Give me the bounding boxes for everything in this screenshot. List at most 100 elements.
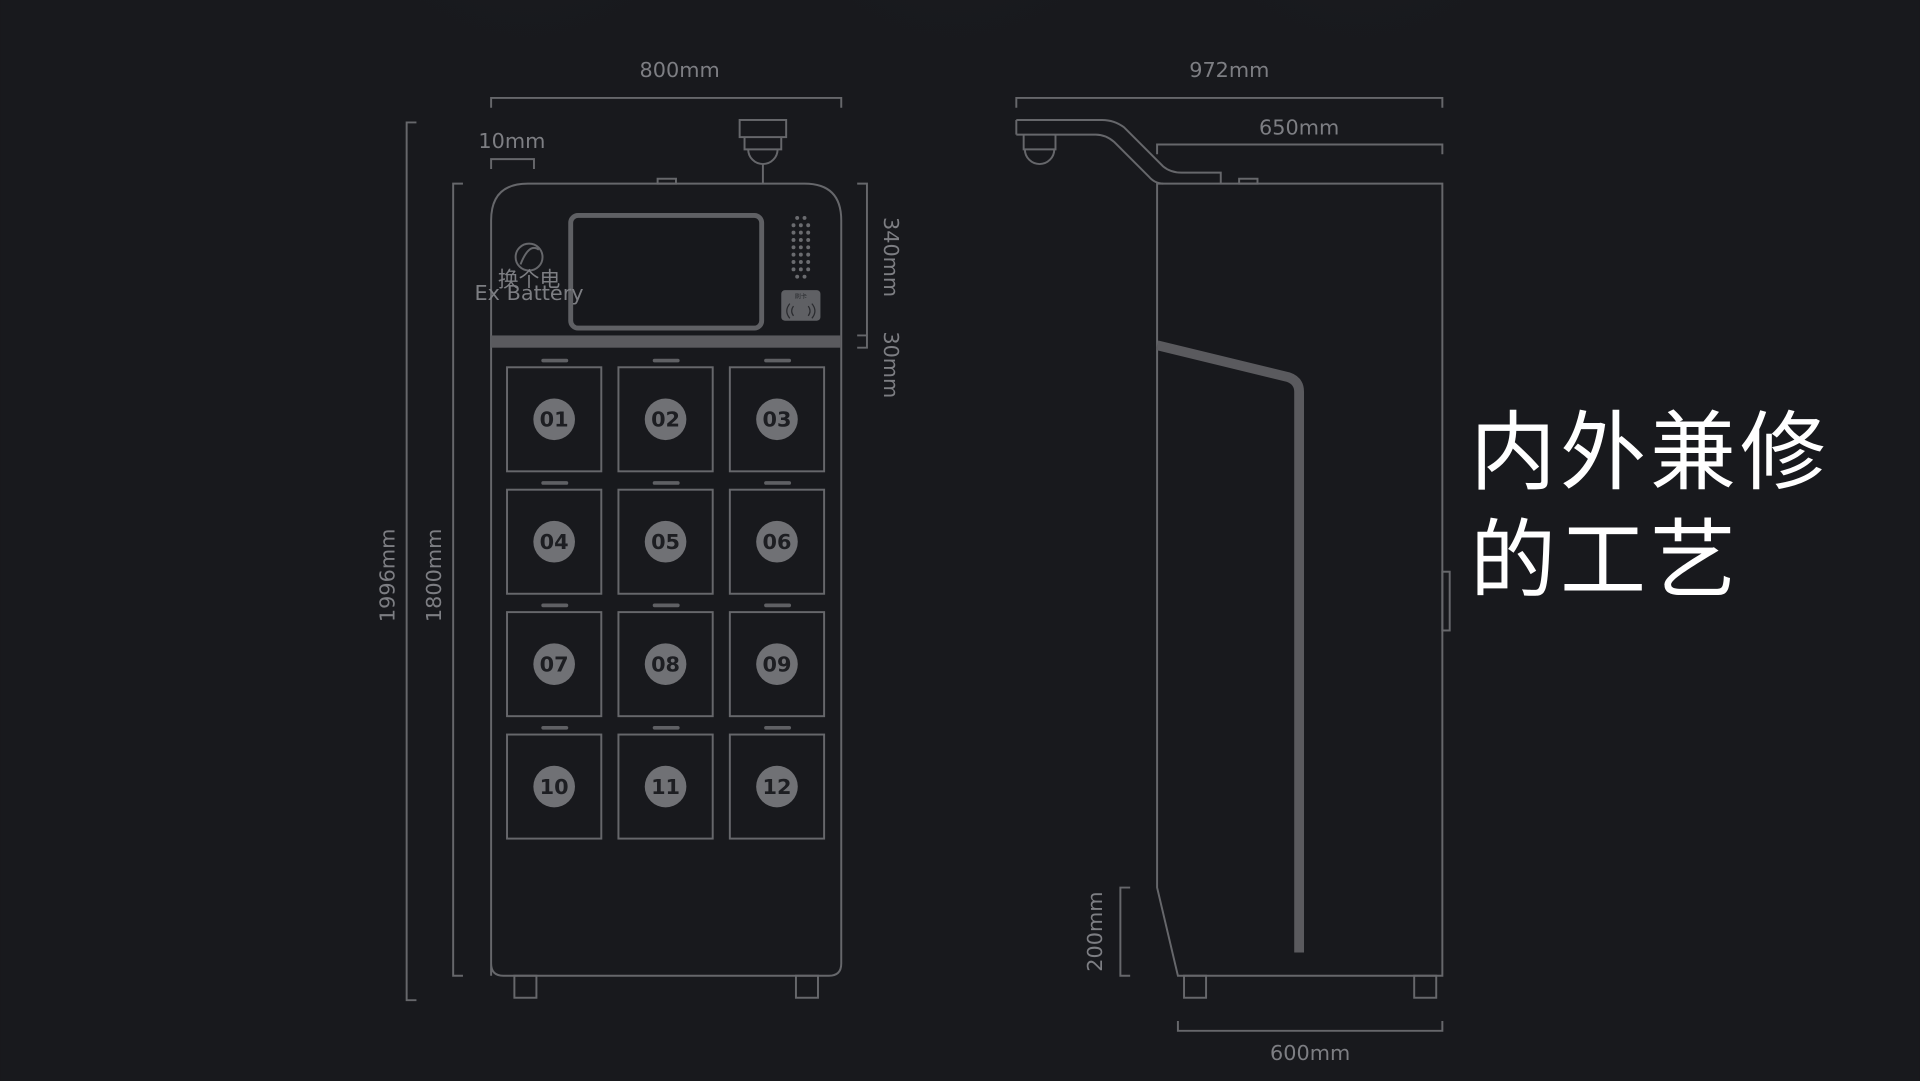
speaker-dot <box>806 223 811 228</box>
front-dimensions: 800mm 10mm 1996mm 1800mm 340mm 30mm <box>375 58 903 1002</box>
locker-door: 01 <box>506 358 603 473</box>
logo-cn: 换个电 <box>498 267 560 291</box>
page-title: 内外兼修的工艺 <box>1470 403 1830 611</box>
locker-number: 06 <box>763 530 792 554</box>
locker-number-badge <box>533 398 575 441</box>
cabinet-body <box>490 182 843 977</box>
dim-side-total-depth: 972mm <box>1189 58 1269 82</box>
foot <box>1413 974 1438 999</box>
locker-handle <box>652 481 680 485</box>
locker-number: 04 <box>540 530 569 554</box>
locker-handle <box>764 481 792 485</box>
foot <box>1183 974 1208 999</box>
locker-door: 08 <box>617 603 714 718</box>
touch-screen <box>568 213 765 331</box>
locker-handle <box>764 603 792 608</box>
locker-door: 06 <box>728 481 826 595</box>
locker-handle <box>764 725 792 730</box>
locker-number: 11 <box>651 775 680 799</box>
locker-number-badge <box>644 520 687 563</box>
dim-total-height: 1996mm <box>375 529 399 622</box>
speaker-dot <box>806 260 811 264</box>
locker-door: 07 <box>506 603 603 718</box>
locker-frame <box>617 733 714 840</box>
dim-base-height: 200mm <box>1083 892 1107 972</box>
camera-icon <box>738 118 788 184</box>
speaker-dot <box>798 260 803 264</box>
foot <box>513 974 538 999</box>
speaker-dot <box>806 252 811 257</box>
locker-number: 07 <box>540 652 569 676</box>
speaker-grille <box>791 215 811 279</box>
speaker-dot <box>806 245 811 250</box>
locker-number-badge <box>644 398 687 441</box>
speaker-dot <box>795 274 800 279</box>
locker-handle <box>652 358 680 363</box>
side-handle <box>1441 570 1451 632</box>
dim-body-height: 1800mm <box>422 529 446 622</box>
locker-frame <box>506 488 603 595</box>
speaker-dot <box>802 274 807 279</box>
locker-number: 02 <box>651 408 680 432</box>
side-view <box>1015 118 1451 999</box>
locker-number-badge <box>644 643 687 685</box>
speaker-dot <box>791 237 796 242</box>
speaker-dot <box>791 267 796 272</box>
dim-head-height: 340mm <box>879 217 903 297</box>
locker-door: 09 <box>728 603 826 718</box>
locker-handle <box>652 725 680 730</box>
dim-front-width: 800mm <box>640 58 720 82</box>
dim-band-height: 30mm <box>879 331 903 398</box>
locker-number: 09 <box>763 652 792 676</box>
camera-icon <box>1015 119 1057 165</box>
locker-frame <box>617 488 714 595</box>
divider-band <box>491 335 842 348</box>
locker-number: 08 <box>651 652 680 676</box>
locker-number-badge <box>533 643 575 685</box>
locker-handle <box>764 358 792 363</box>
logo-icon <box>514 242 544 272</box>
locker-number-badge <box>756 398 798 441</box>
locker-number-badge <box>533 765 575 808</box>
locker-number-badge <box>756 765 798 808</box>
locker-door: 05 <box>617 481 714 595</box>
logo-en: Ex Battery <box>475 281 584 305</box>
speaker-dot <box>806 230 811 235</box>
side-dimensions: 972mm 650mm 200mm 600mm <box>1015 58 1444 1065</box>
locker-door: 12 <box>728 725 826 840</box>
locker-handle <box>541 725 569 730</box>
speaker-dot <box>791 260 796 264</box>
locker-number: 05 <box>651 530 680 554</box>
locker-door: 11 <box>617 725 714 840</box>
speaker-dot <box>802 215 807 220</box>
locker-door: 10 <box>506 725 603 840</box>
locker-number-badge <box>756 643 798 685</box>
dim-side-top-depth: 650mm <box>1259 116 1339 140</box>
locker-door: 02 <box>617 358 714 473</box>
speaker-dot <box>798 245 803 250</box>
dim-side-base-depth: 600mm <box>1270 1041 1350 1065</box>
top-port <box>656 177 677 185</box>
side-body <box>1156 182 1444 977</box>
locker-frame <box>617 366 714 473</box>
locker-handle <box>541 358 569 363</box>
speaker-dot <box>798 223 803 228</box>
locker-number: 01 <box>540 408 569 432</box>
locker-handle <box>541 603 569 608</box>
dim-side-margin: 10mm <box>478 129 545 153</box>
locker-number-badge <box>756 520 798 563</box>
locker-frame <box>728 488 826 595</box>
locker-number: 12 <box>763 775 792 799</box>
locker-number-badge <box>533 520 575 563</box>
locker-frame <box>506 733 603 840</box>
locker-frame <box>728 733 826 840</box>
speaker-dot <box>791 223 796 228</box>
locker-frame <box>506 611 603 718</box>
speaker-dot <box>798 252 803 257</box>
locker-frame <box>728 611 826 718</box>
top-port <box>1238 177 1259 185</box>
speaker-dot <box>791 252 796 257</box>
